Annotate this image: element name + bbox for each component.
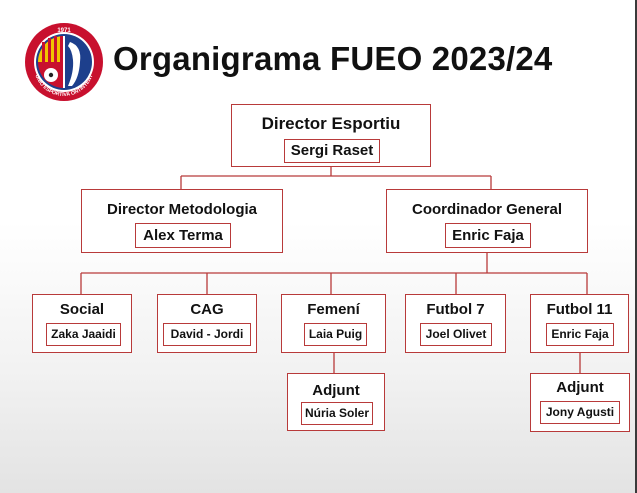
- role-futbol-7: Futbol 7: [426, 301, 485, 318]
- role-adjunt-futbol-11: Adjunt: [556, 379, 604, 396]
- box-coordinador-general: Coordinador General Enric Faja: [386, 189, 588, 253]
- name-futbol-11: Enric Faja: [546, 323, 614, 346]
- box-femeni: Femení Laia Puig: [281, 294, 386, 353]
- name-social: Zaka Jaaidi: [46, 323, 121, 346]
- name-femeni: Laia Puig: [304, 323, 367, 346]
- box-futbol-7: Futbol 7 Joel Olivet: [405, 294, 506, 353]
- name-director-esportiu: Sergi Raset: [284, 139, 380, 163]
- box-adjunt-futbol-11: Adjunt Jony Agusti: [530, 373, 630, 432]
- box-cag: CAG David - Jordi: [157, 294, 257, 353]
- club-crest-icon: 1971 UNIÓ ESPORTIVA ONTINYENT: [25, 23, 103, 101]
- box-director-esportiu: Director Esportiu Sergi Raset: [231, 104, 431, 167]
- crest-year: 1971: [57, 28, 71, 34]
- role-director-esportiu: Director Esportiu: [261, 114, 401, 133]
- role-cag: CAG: [190, 301, 224, 318]
- box-director-metodologia: Director Metodologia Alex Terma: [81, 189, 283, 253]
- box-adjunt-femeni: Adjunt Núria Soler: [287, 373, 385, 431]
- slide-edge: [635, 0, 637, 493]
- box-social: Social Zaka Jaaidi: [32, 294, 132, 353]
- name-cag: David - Jordi: [163, 323, 251, 346]
- role-director-metodologia: Director Metodologia: [106, 201, 257, 218]
- page-title: Organigrama FUEO 2023/24: [113, 40, 553, 77]
- name-adjunt-femeni: Núria Soler: [301, 402, 373, 425]
- name-director-metodologia: Alex Terma: [135, 223, 231, 248]
- name-futbol-7: Joel Olivet: [420, 323, 492, 346]
- name-coordinador-general: Enric Faja: [445, 223, 531, 248]
- name-adjunt-futbol-11: Jony Agusti: [540, 401, 620, 424]
- role-social: Social: [59, 301, 105, 318]
- role-futbol-11: Futbol 11: [546, 301, 613, 318]
- box-futbol-11: Futbol 11 Enric Faja: [530, 294, 629, 353]
- role-coordinador-general: Coordinador General: [411, 201, 563, 218]
- role-adjunt-femeni: Adjunt: [312, 382, 360, 399]
- role-femeni: Femení: [307, 301, 360, 318]
